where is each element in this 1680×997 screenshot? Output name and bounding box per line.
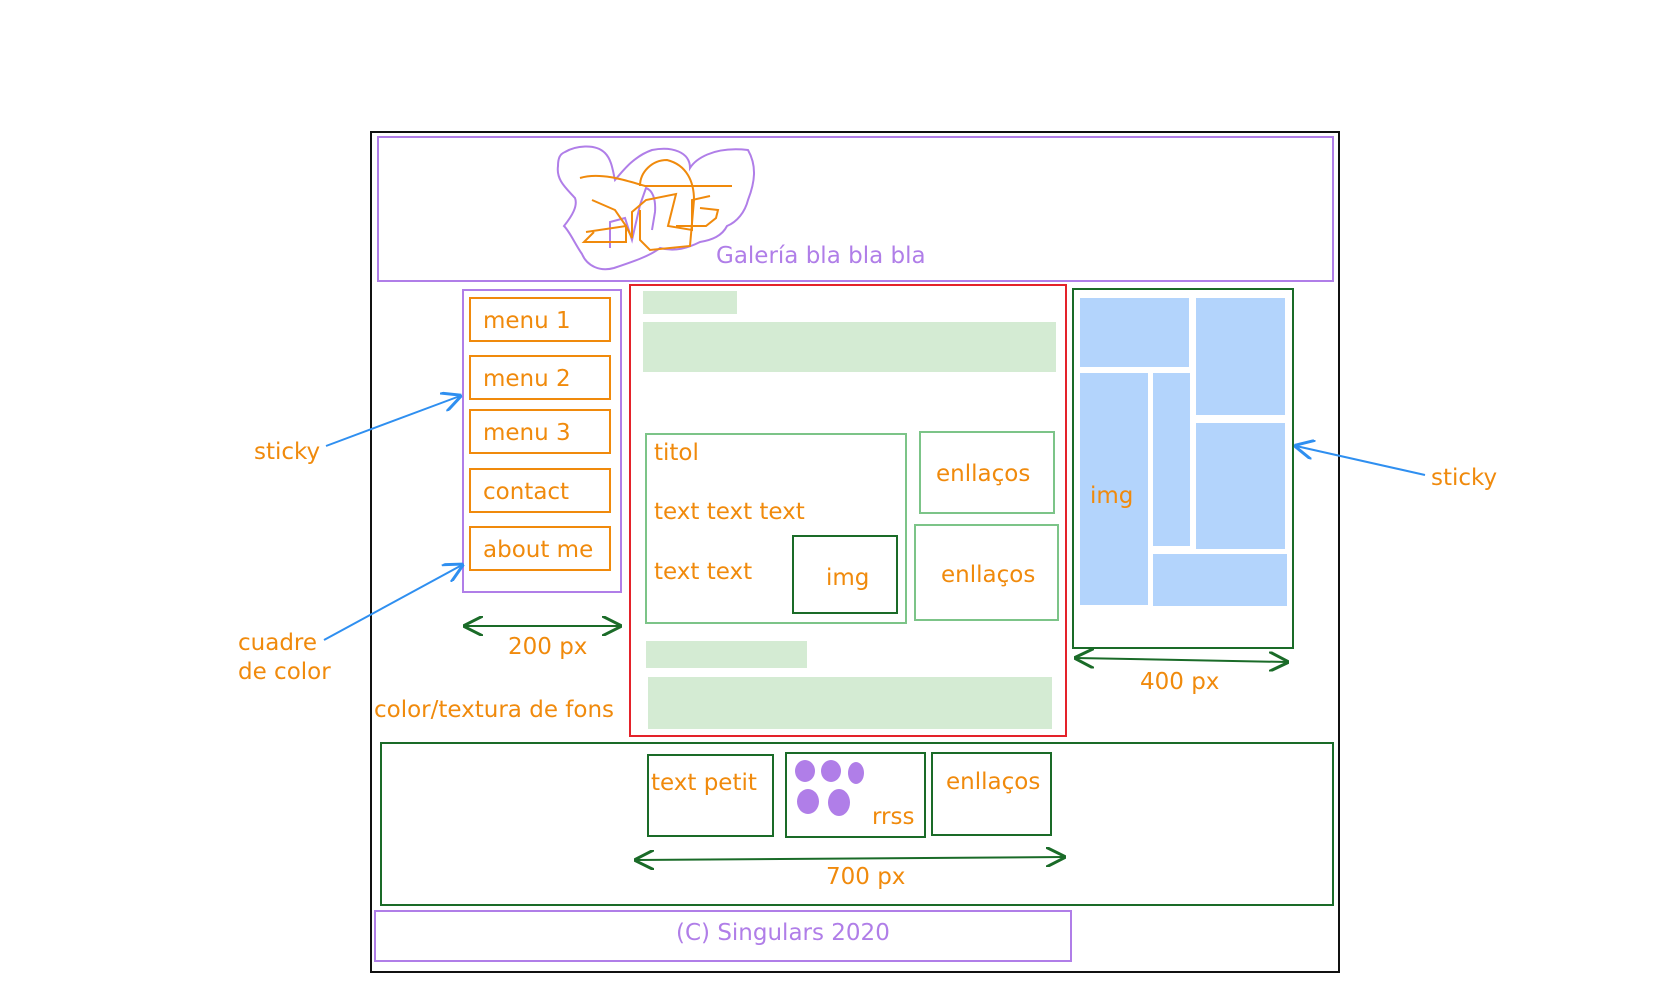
links-label-1: enllaços <box>936 461 1031 487</box>
social-icon[interactable] <box>848 762 864 784</box>
links-label-2: enllaços <box>941 562 1036 588</box>
sticky-label-left: sticky <box>254 439 321 465</box>
color-box-label-line1: cuadre <box>238 630 318 656</box>
copyright-text: (C) Singulars 2020 <box>676 920 890 946</box>
social-icon[interactable] <box>795 760 815 782</box>
menu-panel <box>462 289 622 593</box>
footer-social-label: rrss <box>872 804 915 830</box>
placeholder-subheading <box>646 641 807 668</box>
menu-item-label: contact <box>483 479 570 505</box>
color-box-label-line2: de color <box>238 659 331 685</box>
menu-item-label: menu 3 <box>483 420 571 446</box>
background-label: color/textura de fons <box>374 697 615 723</box>
menu-item-contact[interactable]: contact <box>469 468 611 513</box>
menu-item-label: menu 2 <box>483 366 571 392</box>
card-image <box>792 535 898 614</box>
footer-small-text-box <box>647 754 774 837</box>
sticky-left-arrow <box>325 396 460 447</box>
placeholder-paragraph <box>643 322 1056 372</box>
gallery-tile <box>1080 298 1189 367</box>
menu-item-2[interactable]: menu 2 <box>469 355 611 400</box>
main-content <box>629 284 1067 737</box>
footer-width-label: 700 px <box>826 864 906 890</box>
card-text-2: text text <box>654 559 753 585</box>
card-image-label: img <box>826 565 870 591</box>
placeholder-heading <box>643 291 737 314</box>
page-frame <box>370 131 1340 973</box>
footer-links-label: enllaços <box>946 769 1041 795</box>
social-icon[interactable] <box>797 789 819 814</box>
gallery-tile <box>1196 423 1285 549</box>
gallery-tile <box>1153 554 1287 606</box>
gallery-tile <box>1153 373 1190 546</box>
sticky-right-arrow <box>1296 446 1426 476</box>
menu-item-1[interactable]: menu 1 <box>469 297 611 342</box>
gallery-tile-large <box>1080 373 1148 605</box>
gallery-image-label: img <box>1090 483 1134 509</box>
menu-item-label: menu 1 <box>483 308 571 334</box>
placeholder-paragraph-2 <box>648 677 1052 729</box>
social-icon[interactable] <box>821 760 841 782</box>
gallery-tile <box>1196 298 1285 415</box>
sticky-label-right: sticky <box>1431 465 1498 491</box>
footer-links-box[interactable] <box>931 752 1052 836</box>
footer-box <box>380 742 1334 906</box>
header-title: Galería bla bla bla <box>716 243 926 269</box>
links-box-1[interactable] <box>919 431 1055 514</box>
gallery-width-label: 400 px <box>1140 669 1220 695</box>
social-icon[interactable] <box>828 789 850 816</box>
color-box-arrow <box>323 565 462 641</box>
menu-item-3[interactable]: menu 3 <box>469 409 611 454</box>
menu-width-label: 200 px <box>508 634 588 660</box>
menu-item-about-me[interactable]: about me <box>469 526 611 571</box>
card-title: titol <box>654 440 699 466</box>
card-text-1: text text text <box>654 499 805 525</box>
header-box <box>377 136 1334 282</box>
copyright-box <box>374 910 1072 962</box>
footer-social-box <box>785 752 926 838</box>
links-box-2[interactable] <box>914 524 1059 621</box>
footer-width-arrow <box>636 857 1064 860</box>
footer-small-text: text petit <box>651 770 757 796</box>
content-card <box>645 433 907 624</box>
menu-item-label: about me <box>483 537 594 563</box>
gallery-width-arrow <box>1076 658 1287 662</box>
